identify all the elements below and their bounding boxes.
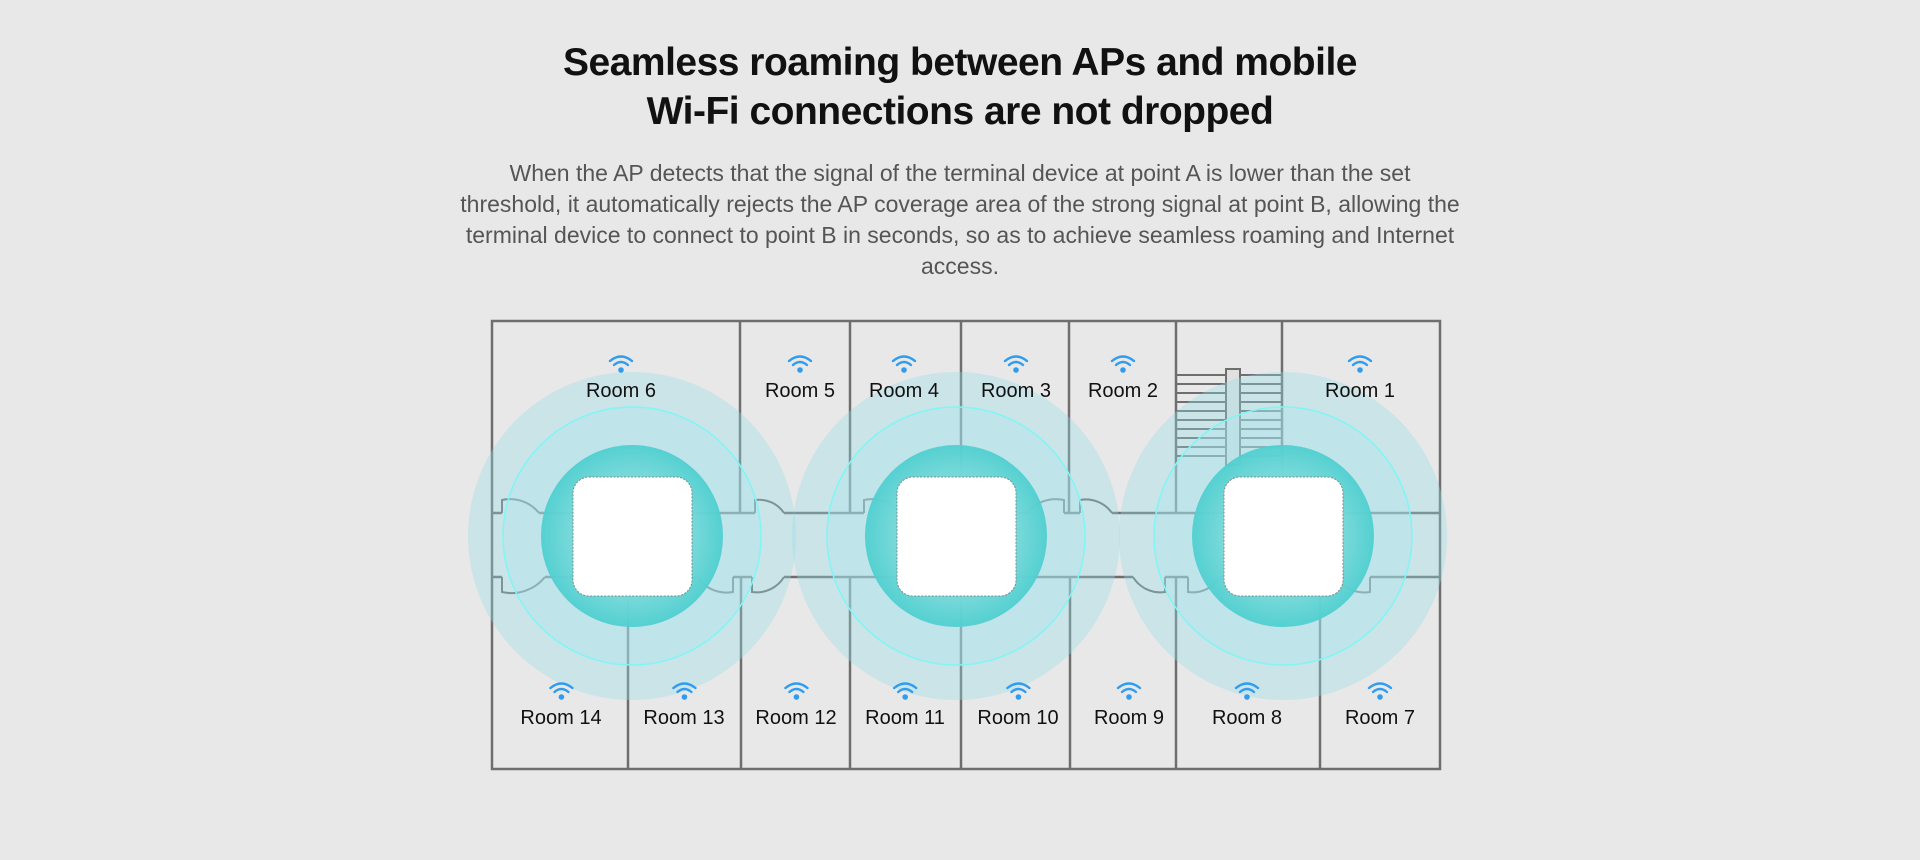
room-8: Room 8	[1212, 681, 1282, 730]
room-label: Room 13	[643, 707, 725, 729]
page-title: Seamless roaming between APs and mobile …	[0, 38, 1920, 136]
room-5: Room 5	[765, 354, 835, 403]
room-4: Room 4	[869, 354, 939, 403]
access-point-2	[896, 476, 1017, 597]
title-line-1: Seamless roaming between APs and mobile	[563, 41, 1357, 84]
wifi-icon	[548, 682, 574, 700]
room-2: Room 2	[1088, 354, 1158, 403]
room-label: Room 14	[520, 707, 602, 729]
access-point-3	[1223, 476, 1344, 597]
room-13: Room 13	[643, 681, 725, 730]
access-points	[572, 476, 1344, 597]
wifi-icon	[608, 355, 634, 373]
description: When the AP detects that the signal of t…	[460, 160, 1460, 279]
room-label: Room 5	[764, 380, 836, 402]
room-label: Room 11	[865, 707, 945, 729]
wifi-icon	[787, 355, 813, 373]
title-line-2: Wi-Fi connections are not dropped	[646, 90, 1274, 133]
coverage-areas	[468, 372, 1447, 700]
wifi-icon	[1005, 682, 1031, 700]
room-label: Room 12	[755, 707, 837, 729]
room-label: Room 3	[980, 380, 1052, 402]
wifi-icon	[1234, 682, 1260, 700]
room-label: Room 2	[1087, 380, 1159, 402]
room-11: Room 11	[865, 681, 945, 730]
room-7: Room 7	[1345, 681, 1415, 730]
access-point-1	[572, 476, 693, 597]
wifi-icon	[1367, 682, 1393, 700]
wifi-icon	[1347, 355, 1373, 373]
room-12: Room 12	[755, 681, 837, 730]
wifi-icon	[891, 355, 917, 373]
room-label: Room 10	[977, 707, 1059, 729]
wifi-icon	[671, 682, 697, 700]
room-14: Room 14	[520, 681, 602, 730]
room-label: Room 4	[868, 380, 940, 402]
room-label: Room 1	[1324, 380, 1396, 402]
room-3: Room 3	[981, 354, 1051, 403]
room-label: Room 6	[585, 380, 657, 402]
room-1: Room 1	[1325, 354, 1395, 403]
room-9: Room 9	[1094, 681, 1164, 730]
room-label: Room 7	[1344, 707, 1416, 729]
wifi-icon	[783, 682, 809, 700]
wifi-icon	[1003, 355, 1029, 373]
wifi-icon	[1116, 682, 1142, 700]
room-label: Room 8	[1211, 707, 1283, 729]
room-label: Room 9	[1093, 707, 1165, 729]
room-10: Room 10	[977, 681, 1059, 730]
room-6: Room 6	[586, 354, 656, 403]
wifi-icon	[892, 682, 918, 700]
wifi-icon	[1110, 355, 1136, 373]
